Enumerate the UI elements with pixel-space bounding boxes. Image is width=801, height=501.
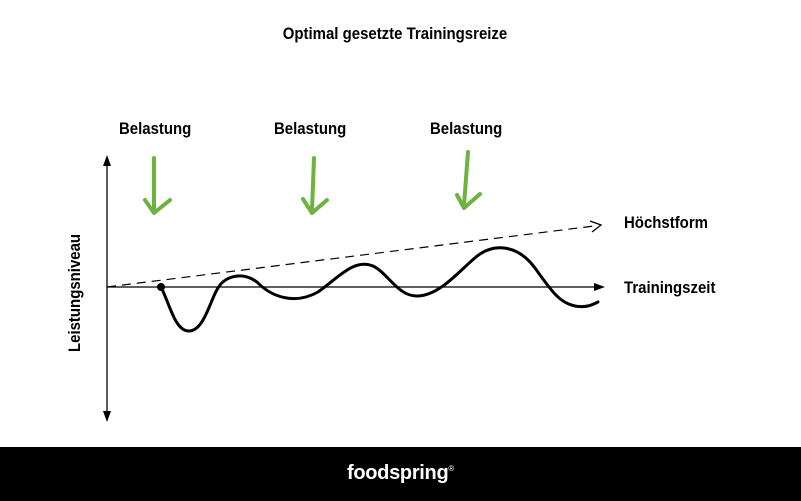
arrow-down-icon [143, 156, 172, 215]
y-axis-label: Leistungsniveau [65, 233, 84, 352]
start-point [157, 283, 165, 291]
diagram-title: Optimal gesetzte Trainingsreize [282, 24, 508, 43]
x-axis-arrow-icon [594, 283, 605, 291]
trend-arrow-icon [589, 220, 603, 233]
peak-trend-line [106, 220, 603, 288]
peak-form-label: Höchstform [624, 213, 708, 232]
y-axis-arrow-up-icon [103, 155, 111, 166]
brand-logo: foodspring® [0, 462, 801, 485]
diagram-canvas [103, 150, 605, 422]
load-label-3: Belastung [430, 119, 503, 138]
x-axis-label: Trainingszeit [624, 278, 716, 297]
y-axis-arrow-down-icon [103, 411, 111, 422]
load-label-2: Belastung [274, 119, 347, 138]
brand-name: foodspring [346, 462, 449, 484]
footer-bar: foodspring® [0, 447, 801, 501]
x-axis [107, 283, 605, 291]
arrow-down-icon [301, 156, 329, 215]
arrow-down-icon [455, 150, 482, 210]
y-axis [103, 155, 111, 422]
performance-curve [159, 246, 600, 333]
registered-mark: ® [448, 464, 455, 473]
load-label-1: Belastung [119, 119, 192, 138]
